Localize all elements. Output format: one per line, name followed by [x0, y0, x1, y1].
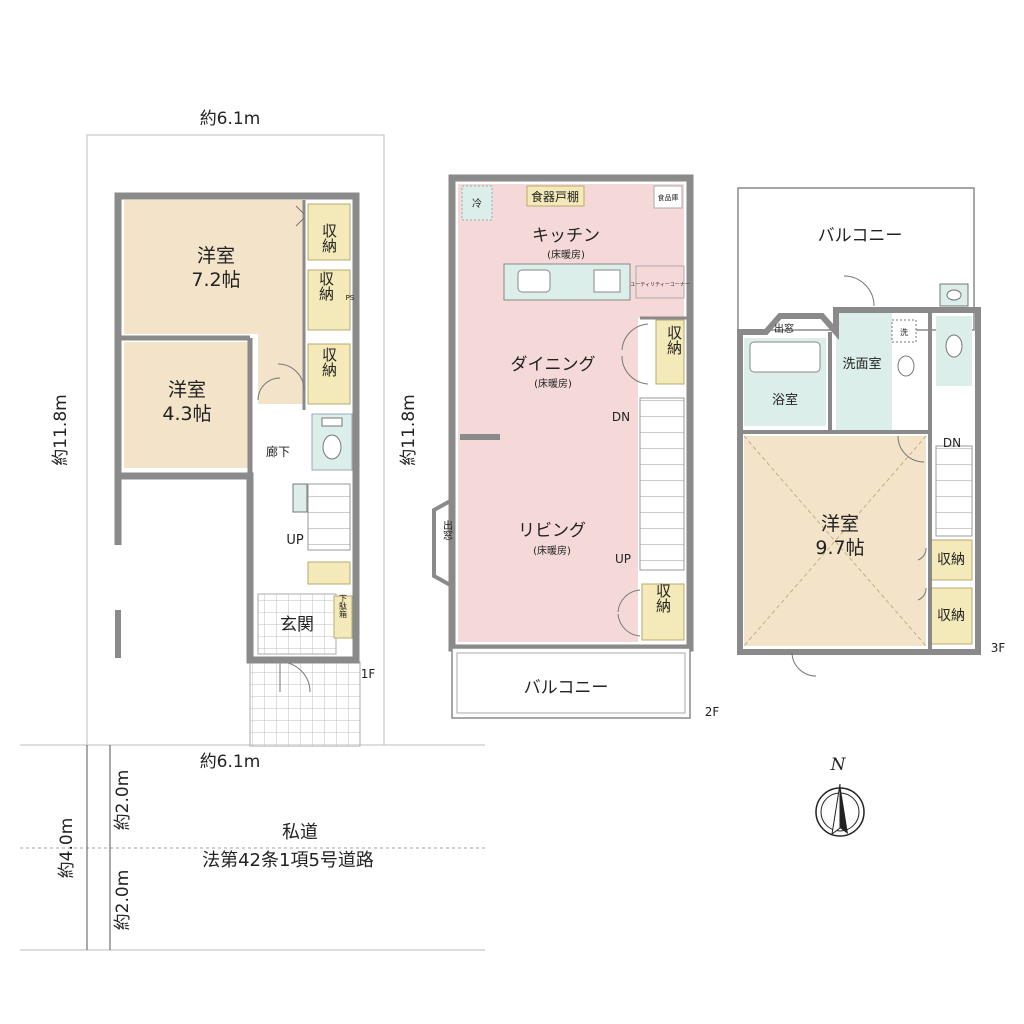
ldk-area [458, 184, 638, 642]
storage-3f-1 [929, 539, 973, 581]
shoe-box-1f [333, 595, 353, 639]
washroom-label: 洗面室 [842, 356, 881, 372]
storage-3f-1-label: 収納 [937, 552, 965, 568]
site-outline [20, 134, 485, 951]
bay-window-3f-label: 出窓 [774, 322, 794, 335]
fridge-2f [461, 185, 493, 221]
fridge-label: 冷 [472, 197, 482, 210]
floor-3-tag: 3F [991, 641, 1006, 655]
storage-1f-4 [307, 561, 351, 585]
cupboard-2f [526, 185, 585, 207]
cupboard-label: 食器戸棚 [531, 189, 579, 204]
road-upper-label: 約2.0m [113, 770, 133, 831]
storage-1f-3 [307, 343, 351, 405]
site-depth-1f-label: 約11.8m [51, 394, 71, 465]
balcony-2f-label: バルコニー [524, 678, 609, 698]
bath-label: 浴室 [772, 392, 798, 408]
shoe-box-label: 下駄箱 [339, 594, 348, 619]
room-size-3f: 9.7帖 [815, 537, 864, 559]
stairs-2f [639, 397, 685, 571]
dn-label-2f: DN [612, 410, 630, 424]
road-name-label: 私道 [282, 822, 318, 843]
balcony-3f [737, 187, 975, 331]
washroom-3f [836, 312, 892, 430]
floor-2-tag: 2F [705, 705, 720, 719]
compass-north-label: N [830, 755, 847, 775]
floor-3 [737, 187, 981, 677]
room-western-7-2 [124, 200, 304, 334]
compass-icon [815, 783, 865, 837]
room-name-3f: 洋室 [821, 513, 859, 535]
entrance-floor [257, 593, 337, 655]
stairs-1f [307, 483, 351, 551]
corridor-label: 廊下 [266, 444, 290, 459]
entrance-label: 玄関 [280, 615, 314, 635]
dining-heat-label: (床暖房) [534, 377, 572, 390]
floor-1 [114, 192, 361, 747]
utility-corner [635, 265, 685, 299]
room-b-name-1f: 洋室 [168, 379, 206, 401]
utility-label: ユーティリティーコーナー [630, 282, 689, 288]
washer-label: 洗 [900, 327, 908, 337]
storage-3f-2-label: 収納 [937, 608, 965, 624]
room-a-name-1f: 洋室 [197, 245, 235, 267]
dining-label: ダイニング [511, 355, 596, 375]
balcony-2f [451, 647, 691, 719]
pantry-2f [653, 185, 683, 209]
pantry-label: 食品庫 [658, 193, 679, 202]
site-width-bottom-label: 約6.1m [200, 752, 261, 772]
room-b-size-1f: 4.3帖 [162, 403, 211, 425]
storage-2f-1 [655, 319, 685, 385]
washer-3f [891, 319, 917, 343]
up-label-2f: UP [615, 552, 631, 566]
road-total-label: 約4.0m [57, 818, 77, 879]
storage-1f-2 [307, 269, 351, 331]
storage-1f-2-label: 収納 [317, 271, 335, 302]
room-western-4-3 [124, 342, 248, 468]
up-label-1f: UP [286, 533, 304, 548]
room-a-size-1f: 7.2帖 [191, 269, 240, 291]
kitchen-label: キッチン [532, 226, 600, 246]
site-width-top-label: 約6.1m [200, 109, 261, 129]
road-law-label: 法第42条1項5号道路 [202, 850, 374, 871]
road-lower-label: 約2.0m [113, 870, 133, 931]
floor-1-tag: 1F [361, 667, 376, 681]
kitchen-heat-label: (床暖房) [547, 248, 585, 261]
stairs-3f [935, 445, 973, 537]
ps-label: PS [346, 294, 355, 302]
floor-2 [432, 174, 694, 719]
storage-1f-1 [307, 203, 351, 261]
storage-2f-2-label: 収納 [654, 583, 672, 614]
storage-3f-2 [929, 587, 973, 645]
site-depth-2f-label: 約11.8m [399, 394, 419, 465]
living-label: リビング [518, 521, 586, 541]
living-heat-label: (床暖房) [533, 544, 571, 557]
storage-1f-3-label: 収納 [320, 347, 338, 378]
sink-1f [292, 483, 308, 513]
storage-2f-2 [641, 583, 685, 641]
storage-1f-1-label: 収納 [320, 223, 338, 254]
bay-window-2f-label: 出窓 [441, 519, 453, 540]
storage-2f-1-label: 収納 [665, 325, 683, 356]
balcony-3f-label: バルコニー [818, 226, 903, 246]
dn-label-3f: DN [943, 436, 961, 450]
